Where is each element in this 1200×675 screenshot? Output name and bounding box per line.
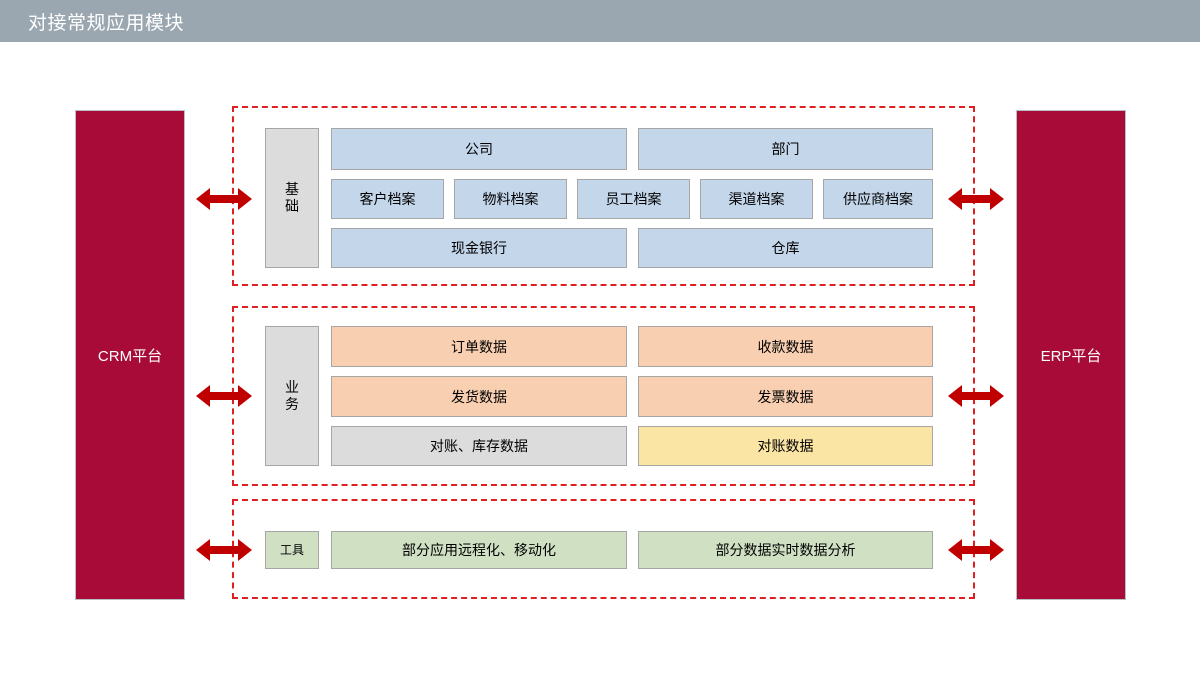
category-label-tools-text: 工具 [279,542,304,557]
arrow-right-tools-icon [948,537,1004,563]
category-label-basic[interactable]: 基 础 [265,128,319,268]
erp-platform-label: ERP平台 [1040,347,1102,365]
cell-label: 对账、库存数据 [430,438,528,454]
cell-tools-realtime-analysis[interactable]: 部分数据实时数据分析 [638,531,933,569]
cell-business-shipment-data[interactable]: 发货数据 [331,376,627,417]
cell-basic-employee-archive[interactable]: 员工档案 [577,179,690,219]
category-label-business-char-1: 业 [285,378,299,395]
arrow-left-basic-icon [196,186,252,212]
page-title: 对接常规应用模块 [28,13,185,34]
cell-basic-supplier-archive[interactable]: 供应商档案 [823,179,933,219]
cell-basic-channel-archive[interactable]: 渠道档案 [700,179,813,219]
cell-business-reconciliation-data[interactable]: 对账数据 [638,426,933,466]
cell-business-reconciliation-inventory-data[interactable]: 对账、库存数据 [331,426,627,466]
arrow-left-tools-icon [196,537,252,563]
cell-basic-material-archive[interactable]: 物料档案 [454,179,567,219]
cell-basic-customer-archive[interactable]: 客户档案 [331,179,444,219]
cell-business-receipt-data[interactable]: 收款数据 [638,326,933,367]
cell-label: 部分应用远程化、移动化 [402,542,556,558]
crm-platform-panel[interactable]: CRM平台 [75,110,185,600]
crm-platform-label: CRM平台 [97,347,163,365]
cell-label: 物料档案 [482,191,539,207]
cell-business-invoice-data[interactable]: 发票数据 [638,376,933,417]
cell-label: 客户档案 [359,191,416,207]
erp-platform-panel[interactable]: ERP平台 [1016,110,1126,600]
category-label-business-char-2: 务 [285,396,299,412]
category-label-basic-char-2: 础 [285,198,299,214]
cell-label: 部分数据实时数据分析 [715,542,856,558]
cell-business-order-data[interactable]: 订单数据 [331,326,627,367]
cell-label: 现金银行 [451,240,507,256]
cell-basic-warehouse[interactable]: 仓库 [638,228,933,268]
cell-label: 公司 [465,141,493,157]
cell-label: 员工档案 [605,191,662,207]
cell-label: 仓库 [771,240,800,256]
cell-label: 对账数据 [757,438,814,454]
arrow-left-business-icon [196,383,252,409]
cell-label: 渠道档案 [728,191,785,207]
cell-basic-department[interactable]: 部门 [638,128,933,170]
cell-label: 收款数据 [757,338,814,355]
cell-basic-cash-bank[interactable]: 现金银行 [331,228,627,268]
category-label-business[interactable]: 业 务 [265,326,319,466]
cell-label: 供应商档案 [843,191,913,207]
cell-label: 部门 [771,141,800,157]
cell-basic-company[interactable]: 公司 [331,128,627,170]
cell-label: 发货数据 [451,388,507,405]
category-label-basic-char-1: 基 [285,180,299,197]
cell-label: 订单数据 [451,338,507,355]
arrow-right-basic-icon [948,186,1004,212]
header-bar [0,0,1200,42]
category-label-tools[interactable]: 工具 [265,531,319,569]
cell-label: 发票数据 [757,388,814,405]
cell-tools-remote-mobile[interactable]: 部分应用远程化、移动化 [331,531,627,569]
arrow-right-business-icon [948,383,1004,409]
